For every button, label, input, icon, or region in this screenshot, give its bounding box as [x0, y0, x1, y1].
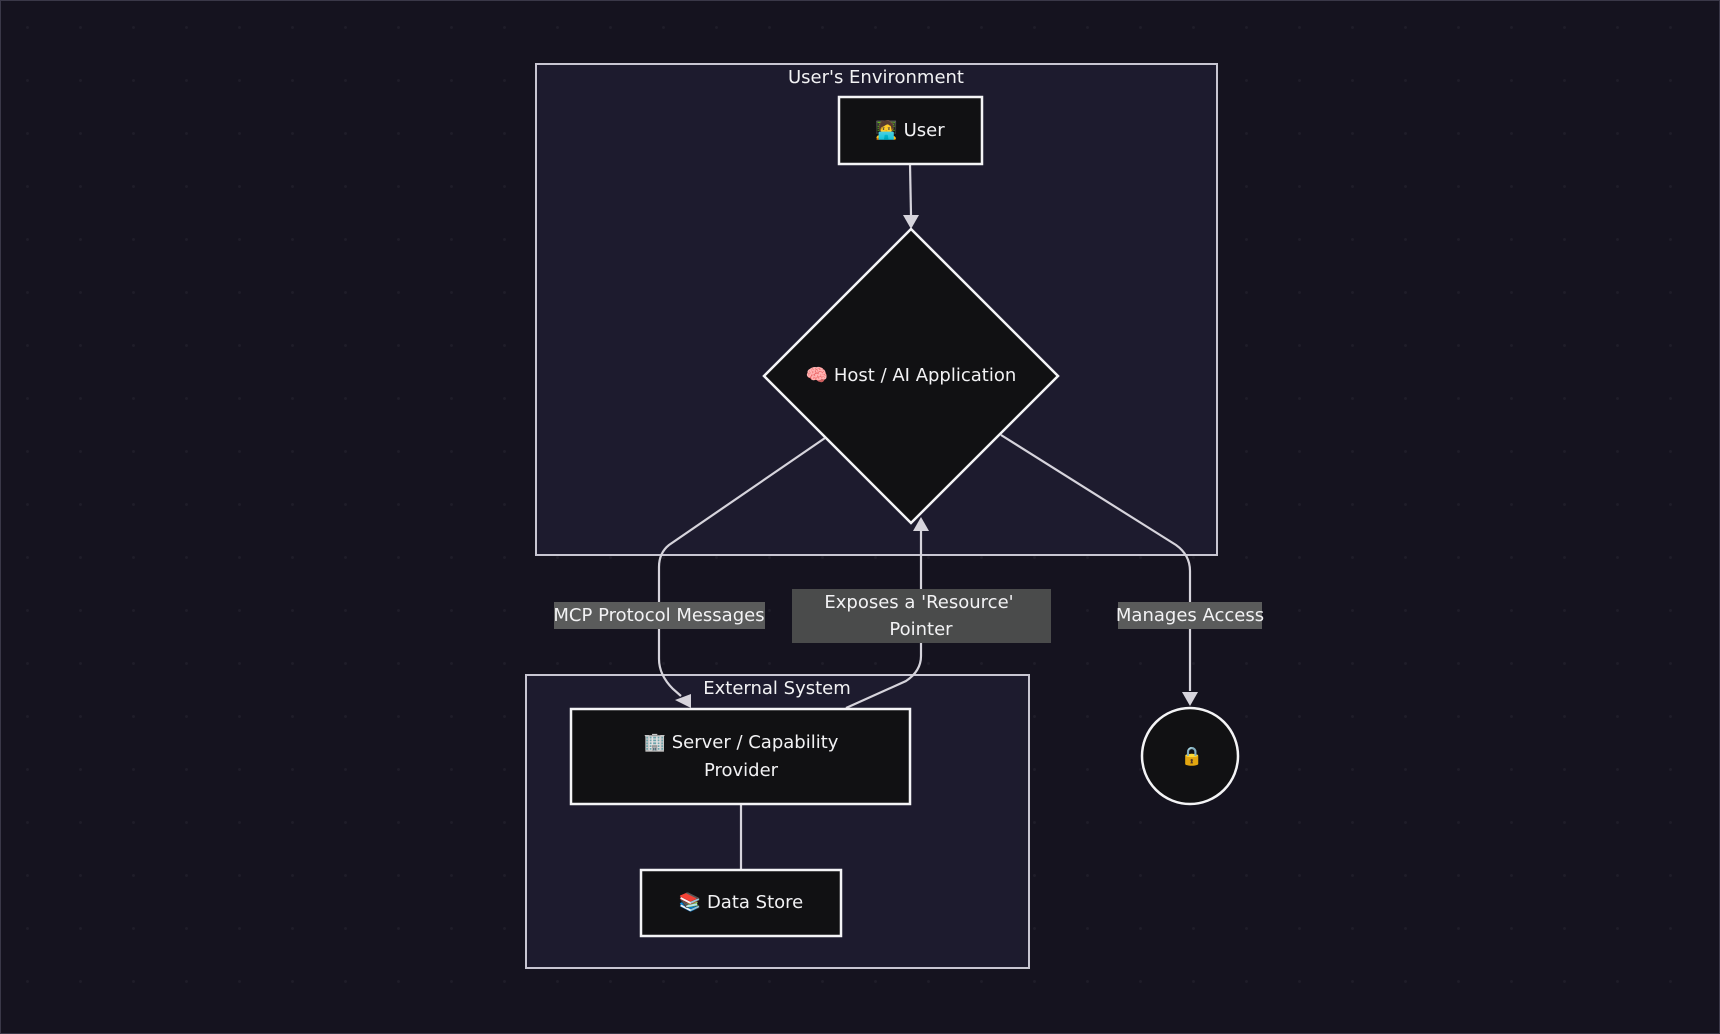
node-user[interactable]: 🧑‍💻 User	[837, 95, 984, 166]
node-datastore-label: Data Store	[707, 892, 803, 913]
books-icon: 📚	[679, 892, 701, 913]
lock-icon: 🔒	[1181, 746, 1203, 767]
node-host-label: Host / AI Application	[834, 365, 1016, 386]
cluster-users-environment-label: User's Environment	[788, 67, 964, 88]
svg-text:🏢 Server / Capability: 🏢 Server / Capability	[644, 732, 839, 753]
edge-label-manages-access: Manages Access	[1116, 602, 1264, 629]
edge-host-to-lock	[1000, 434, 1192, 691]
node-server-label-line1: Server / Capability	[672, 732, 839, 753]
node-server-capability-provider[interactable]: 🏢 Server / Capability Provider	[569, 707, 912, 806]
arrowhead-user-to-host	[903, 215, 919, 229]
node-server-label-line2: Provider	[704, 760, 779, 781]
technologist-icon: 🧑‍💻	[875, 119, 897, 141]
cluster-external-system-label: External System	[703, 678, 851, 699]
edge-user-to-host	[908, 163, 913, 216]
node-host-ai-application[interactable]: 🧠 Host / AI Application	[762, 227, 1060, 525]
node-data-store[interactable]: 📚 Data Store	[639, 868, 843, 938]
node-lock[interactable]: 🔒	[1140, 706, 1240, 806]
edge-label-mcp-text: MCP Protocol Messages	[553, 605, 764, 626]
svg-text:📚 Data Store: 📚 Data Store	[679, 892, 803, 913]
edge-label-mcp-protocol-messages: MCP Protocol Messages	[553, 602, 765, 629]
edge-label-resource-line1: Exposes a 'Resource'	[824, 592, 1013, 613]
office-building-icon: 🏢	[644, 732, 666, 753]
svg-text:🧠 Host / AI Applicati: 🧠 Host / AI Application	[806, 365, 1017, 386]
edge-server-to-host	[845, 529, 923, 710]
arrowhead-host-to-lock	[1182, 692, 1198, 706]
arrowhead-server-to-host	[913, 517, 929, 531]
edge-label-resource-line2: Pointer	[889, 619, 953, 640]
edge-label-access-text: Manages Access	[1116, 605, 1264, 626]
svg-text:🧑‍💻 User: 🧑‍💻 User	[875, 119, 945, 141]
node-user-label: User	[904, 120, 946, 141]
edge-label-exposes-resource-pointer: Exposes a 'Resource' Pointer	[792, 589, 1051, 643]
arrowhead-host-to-server	[675, 694, 691, 708]
brain-icon: 🧠	[806, 365, 828, 386]
